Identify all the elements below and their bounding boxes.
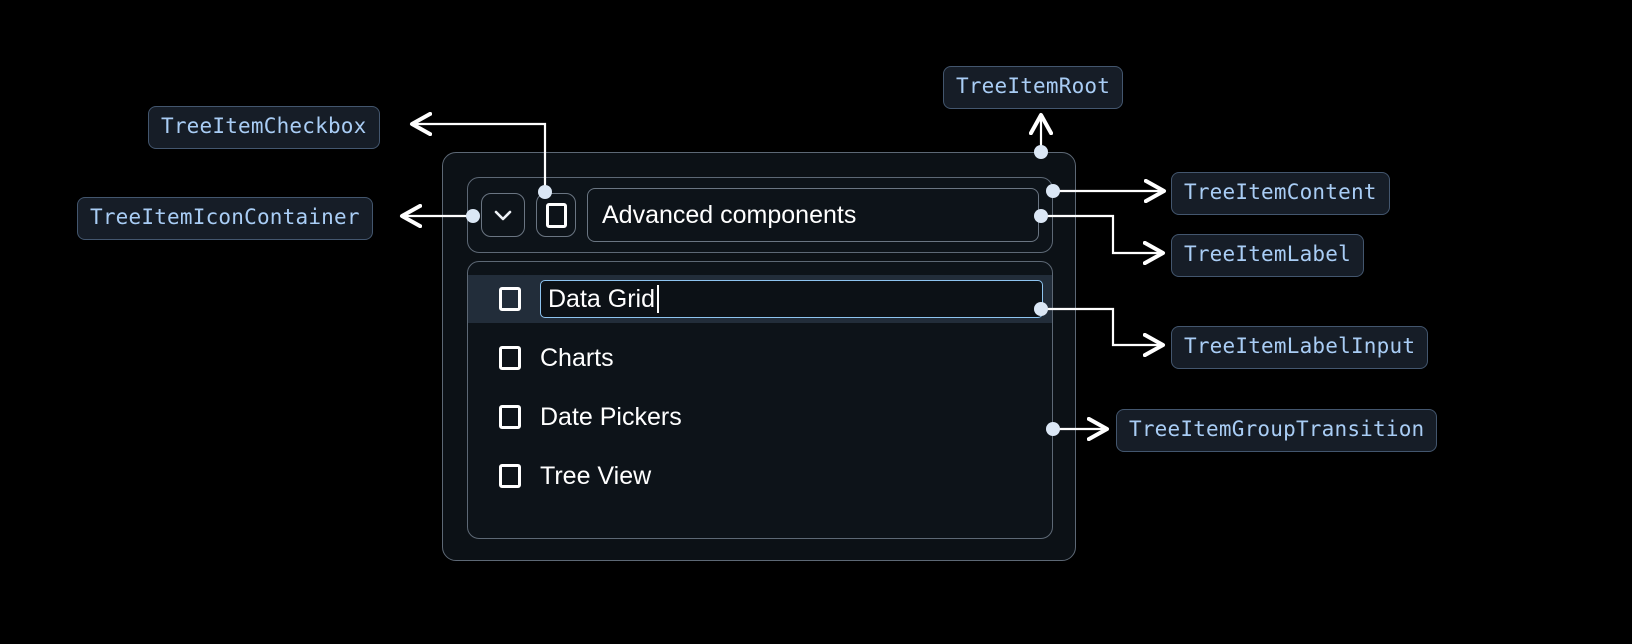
checkbox-unchecked-icon[interactable] (499, 464, 521, 488)
tree-item-label-input[interactable]: Data Grid (540, 280, 1043, 318)
checkbox-unchecked-icon[interactable] (499, 346, 521, 370)
tree-item-checkbox[interactable] (536, 193, 576, 237)
annotation-tree-item-checkbox: TreeItemCheckbox (148, 106, 380, 149)
annotation-tree-item-content: TreeItemContent (1171, 172, 1390, 215)
annotation-tree-item-root: TreeItemRoot (943, 66, 1124, 109)
annotation-tree-item-group-transition: TreeItemGroupTransition (1116, 409, 1438, 452)
chevron-down-icon (490, 202, 516, 228)
tree-item-row-date-pickers[interactable]: Date Pickers (468, 393, 1052, 441)
tree-item-row-label: Charts (540, 343, 614, 372)
tree-item-row-tree-view[interactable]: Tree View (468, 452, 1052, 500)
tree-item-group-transition: Data Grid Charts Date Pickers Tree View (467, 261, 1053, 539)
annotation-tree-item-icon-container: TreeItemIconContainer (77, 197, 373, 240)
tree-item-content[interactable]: Advanced components (467, 177, 1053, 253)
tree-item-label-input-value: Data Grid (548, 284, 655, 313)
annotation-tree-item-label: TreeItemLabel (1171, 234, 1364, 277)
tree-item-icon-container[interactable] (481, 193, 525, 237)
tree-item-row-charts[interactable]: Charts (468, 334, 1052, 382)
checkbox-unchecked-icon[interactable] (499, 287, 521, 311)
tree-item-label[interactable]: Advanced components (587, 188, 1039, 242)
annotation-tree-item-label-input: TreeItemLabelInput (1171, 326, 1429, 369)
checkbox-unchecked-icon[interactable] (499, 405, 521, 429)
tree-item-label-text: Advanced components (602, 200, 857, 229)
tree-item-row-data-grid[interactable]: Data Grid (468, 275, 1052, 323)
checkbox-unchecked-icon (545, 202, 567, 228)
tree-item-row-label: Date Pickers (540, 402, 682, 431)
text-caret (656, 285, 659, 313)
tree-item-row-label: Tree View (540, 461, 652, 490)
tree-item-root[interactable]: Advanced components Data Grid Charts Dat… (442, 152, 1076, 561)
